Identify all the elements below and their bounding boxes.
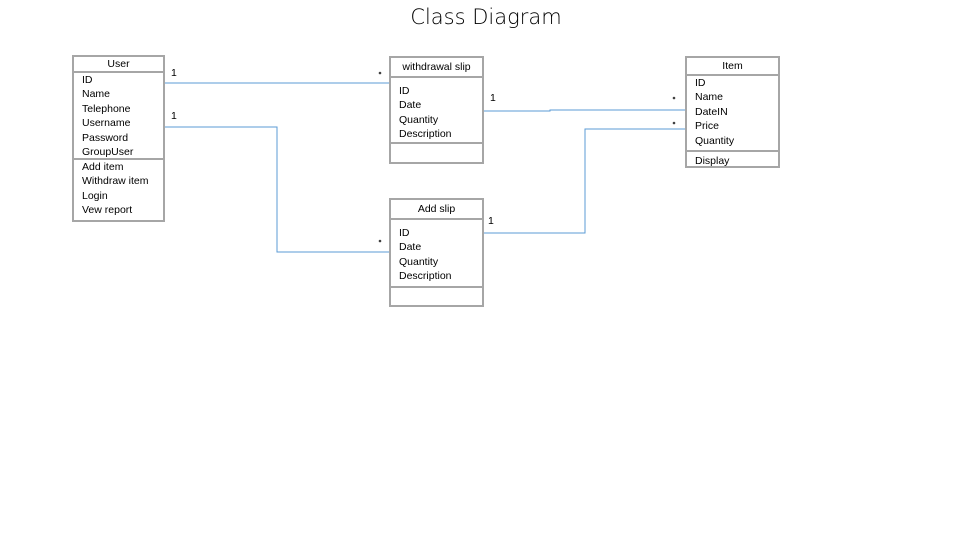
method: Login: [82, 189, 108, 202]
method: Add item: [82, 161, 124, 173]
attribute: Price: [695, 120, 719, 133]
withdrawal-to-item-connector: [483, 109, 685, 112]
class-user-methods: Add item Withdraw item Login Vew report: [74, 160, 163, 218]
attribute: Quantity: [399, 113, 439, 126]
add-to-item-connector: [483, 128, 685, 234]
class-user-attributes: ID Name Telephone Username Password Grou…: [74, 73, 163, 160]
attribute: Telephone: [82, 102, 131, 115]
attribute: Date: [399, 241, 422, 254]
attribute: Quantity: [399, 255, 439, 268]
class-user[interactable]: User ID Name Telephone Username Password…: [72, 55, 165, 222]
attribute: ID: [399, 227, 410, 239]
method: Withdraw item: [82, 175, 149, 188]
class-item-attributes: ID Name DateIN Price Quantity: [687, 76, 778, 152]
class-item-methods: Display: [687, 152, 778, 168]
diagram-title: Class Diagram: [410, 5, 562, 29]
attribute: ID: [399, 85, 410, 97]
attribute: Description: [399, 270, 452, 283]
attribute: Date: [399, 99, 422, 112]
class-item-name: Item: [687, 58, 778, 76]
attribute: Password: [82, 131, 129, 144]
class-withdrawal-slip-attributes: ID Date Quantity Description: [391, 78, 482, 144]
attribute: Username: [82, 117, 131, 130]
item-arrow-dot-lower: [672, 121, 676, 125]
class-withdrawal-slip[interactable]: withdrawal slip ID Date Quantity Descrip…: [389, 56, 484, 164]
class-withdrawal-slip-name: withdrawal slip: [391, 58, 482, 78]
multiplicity-add-item: 1: [488, 215, 494, 227]
item-arrow-dot-upper: [672, 96, 676, 100]
class-add-slip-attributes: ID Date Quantity Description: [391, 220, 482, 288]
attribute: ID: [82, 74, 93, 86]
method: Display: [695, 155, 730, 167]
multiplicity-withdrawal-item: 1: [490, 92, 496, 104]
multiplicity-user-withdrawal: 1: [171, 67, 177, 79]
attribute: ID: [695, 77, 706, 89]
attribute: Name: [82, 88, 111, 101]
multiplicity-user-add: 1: [171, 110, 177, 122]
attribute: GroupUser: [82, 146, 134, 159]
class-add-slip[interactable]: Add slip ID Date Quantity Description: [389, 198, 484, 307]
attribute: Quantity: [695, 134, 735, 147]
class-add-slip-name: Add slip: [391, 200, 482, 220]
attribute: DateIN: [695, 105, 728, 118]
attribute: Name: [695, 91, 724, 104]
class-item[interactable]: Item ID Name DateIN Price Quantity Displ…: [685, 56, 780, 168]
withdrawal-arrow-dot: [378, 71, 382, 75]
user-to-add-connector: [164, 126, 389, 253]
add-arrow-dot: [378, 239, 382, 243]
class-user-name: User: [74, 57, 163, 73]
method: Vew report: [82, 204, 133, 217]
attribute: Description: [399, 128, 452, 141]
